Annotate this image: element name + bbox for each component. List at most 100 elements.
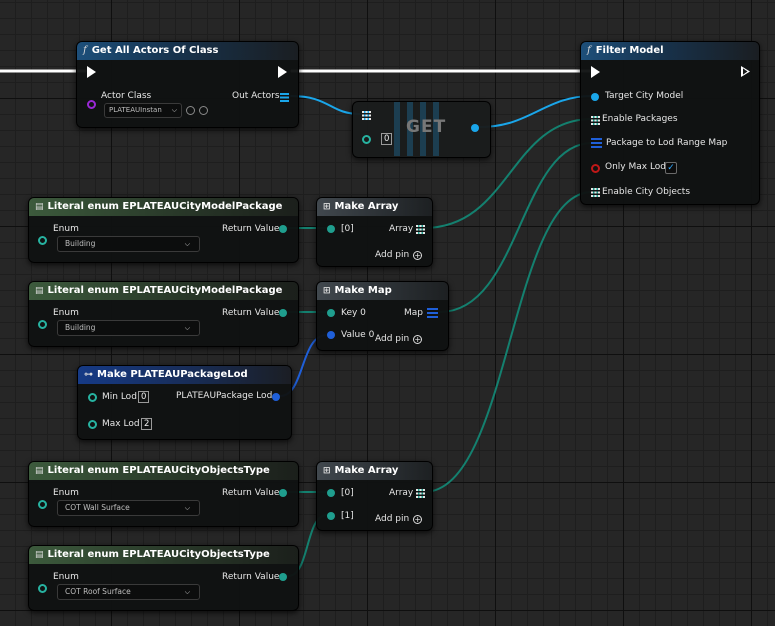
node-title: GET — [406, 117, 447, 137]
chevron-down-icon: ⌵ — [184, 504, 190, 512]
enum-label: Enum — [53, 224, 79, 234]
return-value-pin[interactable] — [279, 225, 287, 233]
target-city-model-pin[interactable] — [591, 93, 599, 101]
enable-city-objects-pin[interactable] — [591, 188, 600, 197]
only-max-lod-pin[interactable] — [591, 164, 600, 173]
plus-icon: + — [413, 251, 423, 260]
node-header[interactable]: ⊞Make Array — [317, 462, 432, 480]
enable-packages-label: Enable Packages — [602, 114, 678, 124]
wire-array1-to-enable-packages — [423, 118, 593, 229]
return-value-label: Return Value — [222, 488, 280, 498]
array-icon: ⊞ — [323, 466, 331, 476]
enum-dropdown[interactable]: Building ⌵ — [57, 320, 200, 336]
package-lod-map-label: Package to Lod Range Map — [606, 138, 728, 148]
add-pin-label: Add pin — [375, 250, 410, 260]
enum-in-pin[interactable] — [38, 584, 47, 593]
index-pin[interactable] — [362, 135, 371, 144]
wire-out-actors-to-get — [290, 95, 361, 115]
map-icon: ⊞ — [323, 286, 331, 296]
node-make-array-1[interactable]: ⊞Make Array [0] Array Add pin+ — [316, 197, 433, 267]
return-value-pin[interactable] — [279, 573, 287, 581]
array-item-1-pin[interactable] — [327, 512, 335, 520]
enum-in-pin[interactable] — [38, 236, 47, 245]
index-input[interactable]: 0 — [381, 133, 393, 145]
max-lod-label: Max Lod — [102, 419, 140, 429]
node-title: Make Map — [334, 285, 392, 296]
only-max-lod-checkbox[interactable]: ✓ — [665, 162, 677, 174]
node-header[interactable]: ⊞Make Array — [317, 198, 432, 216]
max-lod-pin[interactable] — [88, 420, 97, 429]
enable-city-objects-label: Enable City Objects — [602, 187, 691, 197]
enum-dropdown[interactable]: COT Roof Surface ⌵ — [57, 584, 200, 600]
array-item-0-pin[interactable] — [327, 225, 335, 233]
node-literal-enum-objects-1[interactable]: ▤Literal enum EPLATEAUCityObjectsType En… — [28, 461, 299, 527]
node-header[interactable]: ⊶Make PLATEAUPackageLod — [78, 366, 291, 384]
struct-icon: ⊶ — [84, 370, 93, 380]
max-lod-input[interactable]: 2 — [141, 418, 153, 430]
map-value-0-pin[interactable] — [327, 331, 335, 339]
out-actors-pin[interactable] — [280, 93, 289, 102]
chevron-down-icon: ⌵ — [184, 324, 190, 332]
get-node-background — [394, 102, 471, 156]
dropdown-value: PLATEAUInstan — [109, 106, 162, 114]
function-icon: f — [83, 45, 87, 56]
node-title: Make Array — [334, 201, 399, 212]
enum-in-pin[interactable] — [38, 320, 47, 329]
node-make-map[interactable]: ⊞Make Map Key 0 Value 0 Map Add pin+ — [316, 281, 449, 351]
actor-class-pin[interactable] — [87, 100, 96, 109]
plus-icon: + — [413, 515, 423, 524]
array-out-pin[interactable] — [416, 225, 425, 234]
node-title: Filter Model — [595, 45, 664, 56]
return-value-pin[interactable] — [279, 489, 287, 497]
add-pin-label: Add pin — [375, 514, 410, 524]
exec-in-pin[interactable] — [591, 66, 600, 78]
min-lod-label: Min Lod — [102, 392, 137, 402]
node-header[interactable]: ▤Literal enum EPLATEAUCityObjectsType — [29, 546, 298, 564]
wire-map-to-package-lod — [439, 142, 593, 313]
add-pin-button[interactable]: Add pin+ — [375, 334, 423, 344]
min-lod-pin[interactable] — [88, 393, 97, 402]
enum-label: Enum — [53, 572, 79, 582]
enum-in-pin[interactable] — [38, 500, 47, 509]
array-in-pin[interactable] — [362, 111, 371, 120]
actor-class-dropdown[interactable]: PLATEAUInstan ⌵ — [104, 103, 182, 118]
node-header[interactable]: ▤Literal enum EPLATEAUCityModelPackage — [29, 198, 298, 216]
add-pin-button[interactable]: Add pin+ — [375, 250, 423, 260]
map-key-0-pin[interactable] — [327, 309, 335, 317]
exec-in-pin[interactable] — [87, 66, 96, 78]
dropdown-value: COT Roof Surface — [65, 587, 131, 596]
array-item-0-label: [0] — [341, 488, 354, 498]
package-lod-map-pin[interactable] — [591, 138, 602, 148]
enable-packages-pin[interactable] — [591, 116, 600, 125]
item-out-pin[interactable] — [471, 124, 479, 132]
use-selected-icon[interactable] — [186, 106, 195, 115]
node-header[interactable]: ▤Literal enum EPLATEAUCityObjectsType — [29, 462, 298, 480]
node-literal-enum-package-2[interactable]: ▤Literal enum EPLATEAUCityModelPackage E… — [28, 281, 299, 347]
chevron-down-icon: ⌵ — [184, 588, 190, 596]
node-literal-enum-package-1[interactable]: ▤Literal enum EPLATEAUCityModelPackage E… — [28, 197, 299, 263]
package-lod-out-pin[interactable] — [272, 393, 280, 401]
array-out-pin[interactable] — [416, 489, 425, 498]
add-pin-button[interactable]: Add pin+ — [375, 514, 423, 524]
array-item-0-pin[interactable] — [327, 489, 335, 497]
browse-icon[interactable] — [199, 106, 208, 115]
min-lod-input[interactable]: 0 — [138, 391, 150, 403]
return-value-pin[interactable] — [279, 309, 287, 317]
node-make-array-2[interactable]: ⊞Make Array [0] [1] Array Add pin+ — [316, 461, 433, 531]
map-out-pin[interactable] — [427, 308, 438, 318]
enum-dropdown[interactable]: COT Wall Surface ⌵ — [57, 500, 200, 516]
node-header[interactable]: ⊞Make Map — [317, 282, 448, 300]
node-header[interactable]: ▤Literal enum EPLATEAUCityModelPackage — [29, 282, 298, 300]
exec-out-pin[interactable] — [741, 66, 750, 77]
node-literal-enum-objects-2[interactable]: ▤Literal enum EPLATEAUCityObjectsType En… — [28, 545, 299, 611]
map-out-label: Map — [404, 308, 423, 318]
node-make-package-lod[interactable]: ⊶Make PLATEAUPackageLod Min Lod 0 Max Lo… — [77, 365, 292, 440]
enum-dropdown[interactable]: Building ⌵ — [57, 236, 200, 252]
node-get[interactable]: GET 0 — [352, 101, 491, 158]
exec-out-pin[interactable] — [278, 66, 287, 78]
wire-array2-to-city-objects — [423, 191, 593, 493]
